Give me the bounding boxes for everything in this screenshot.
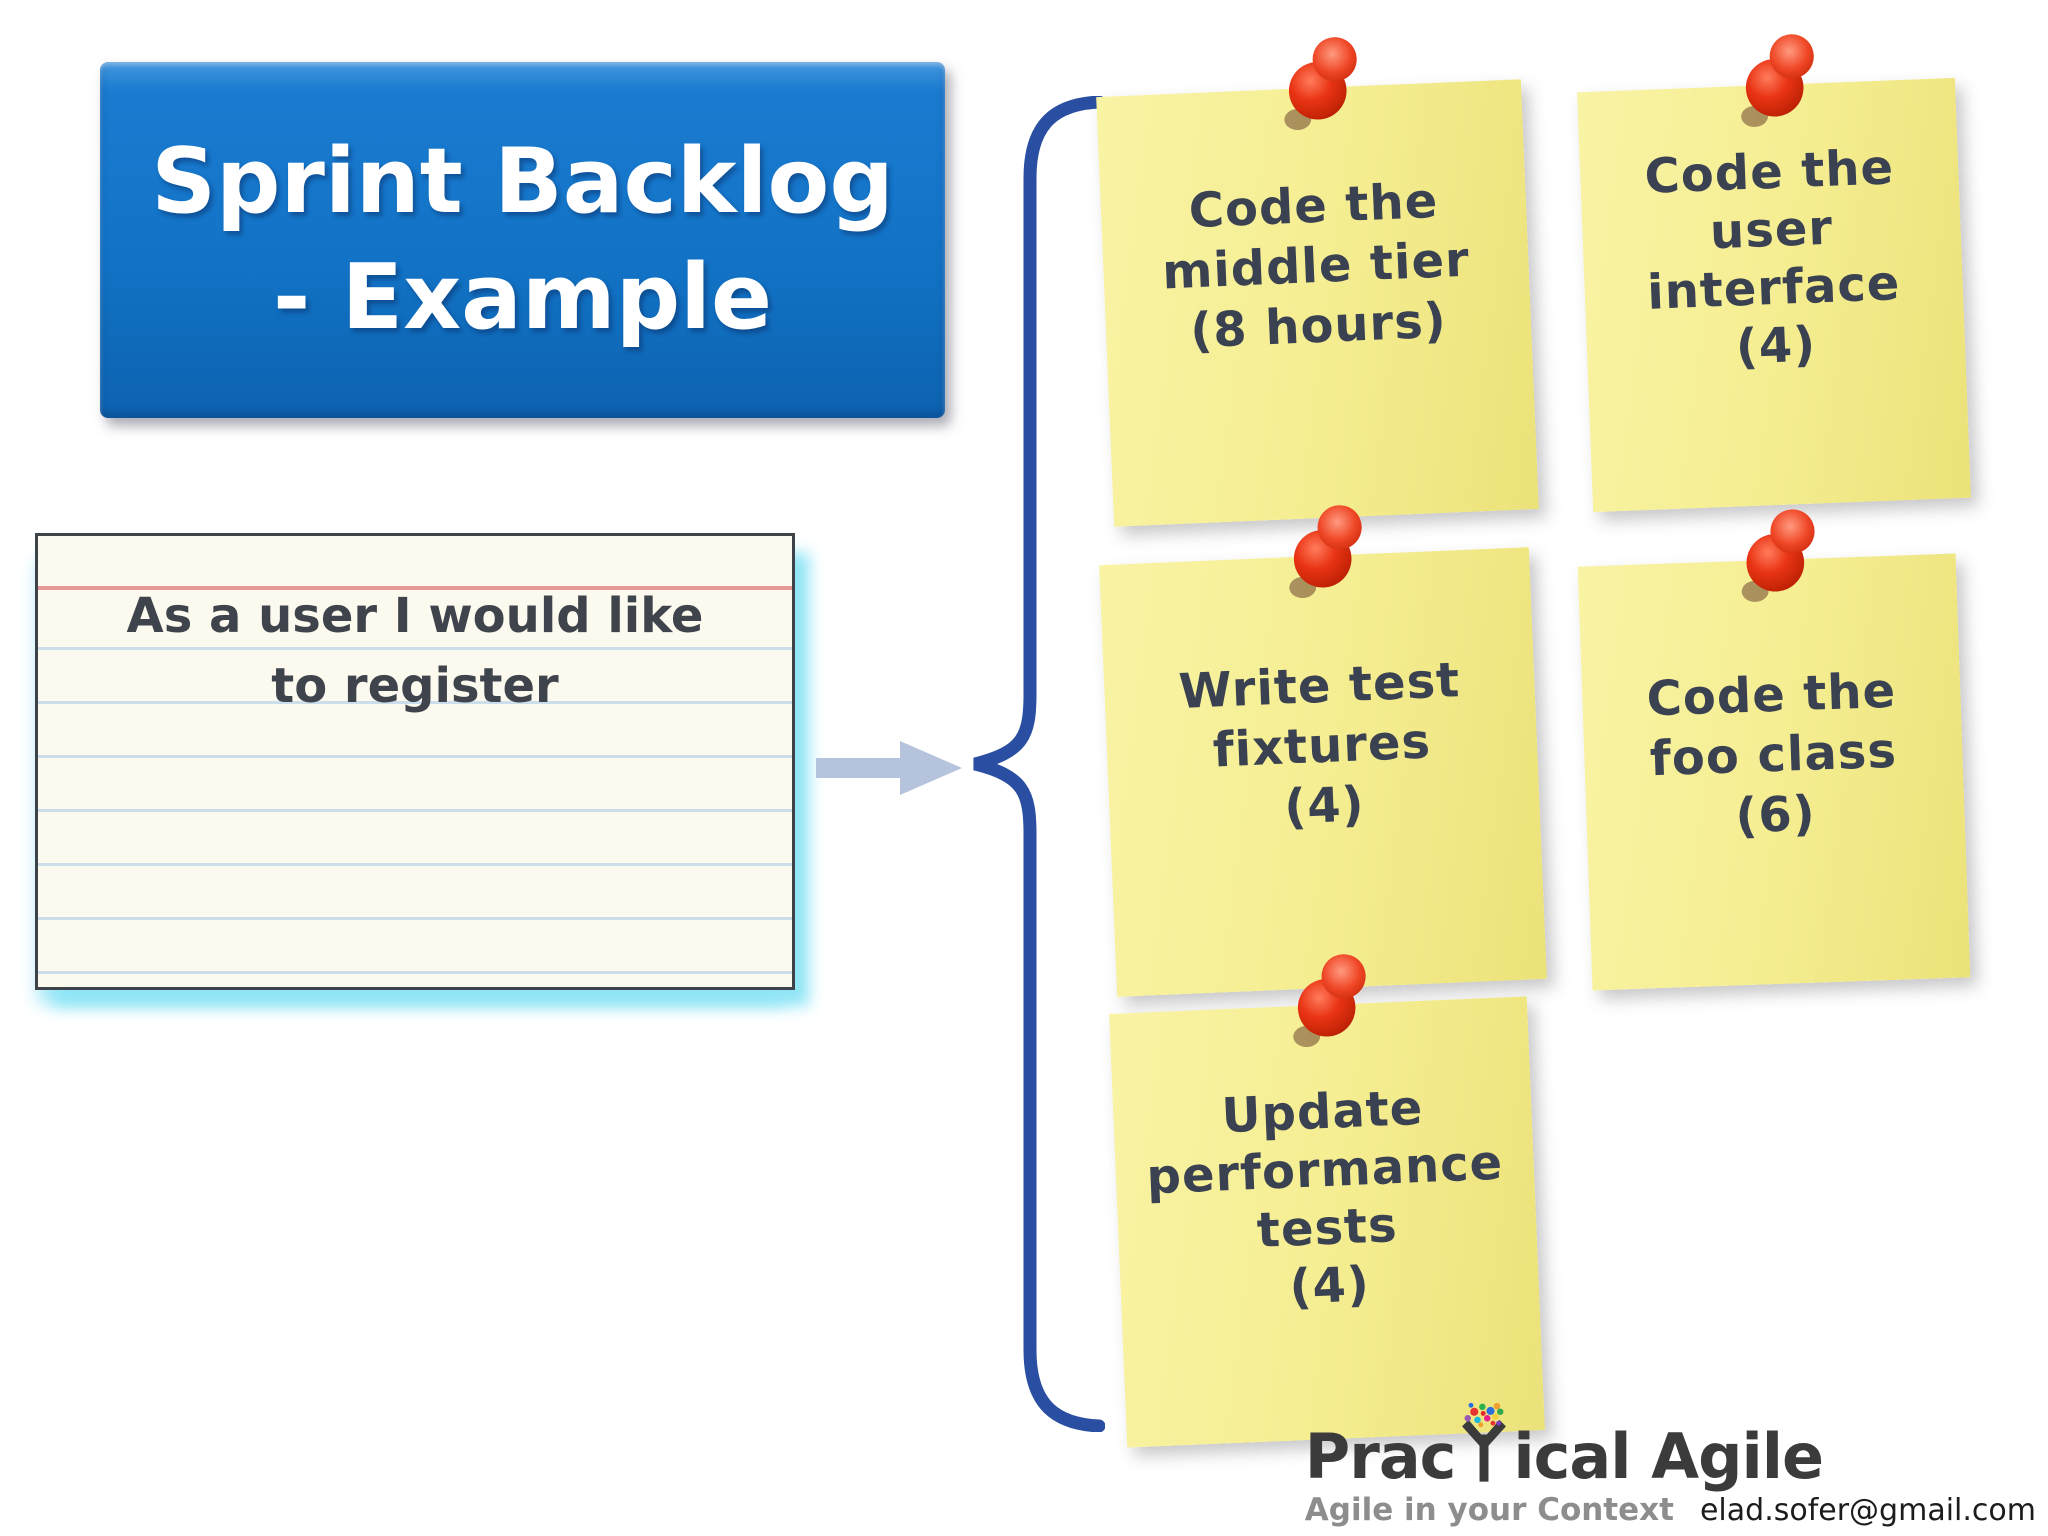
pushpin-icon: [1293, 954, 1366, 1048]
pushpin-icon: [1283, 37, 1357, 131]
story-line: to register: [271, 658, 559, 714]
logo-brand-prefix: Prac: [1304, 1420, 1457, 1493]
juggler-icon: [1462, 1402, 1507, 1482]
logo-subline: Agile in your Context elad.sofer@gmail.c…: [1305, 1492, 2036, 1528]
slide-title-box: Sprint Backlog - Example: [100, 62, 945, 418]
pushpin-icon: [1741, 509, 1815, 602]
pushpin-icon: [1289, 505, 1362, 599]
sticky-note-code-foo-class: Code the foo class (6): [1577, 509, 1971, 991]
user-story-card: As a user I would like to register: [35, 533, 795, 990]
sticky-note-update-performance-tests: Update performance tests (4): [1109, 954, 1545, 1448]
title-line-1: Sprint Backlog: [151, 129, 894, 234]
title-line-2: - Example: [272, 245, 773, 350]
logo-brand: Prac ical Agil: [1305, 1393, 2036, 1488]
sticky-note-code-middle-tier: Code the middle tier (8 hours): [1096, 37, 1539, 527]
contact-email: elad.sofer@gmail.com: [1699, 1493, 2036, 1528]
user-story-text: As a user I would like to register: [38, 588, 792, 714]
story-line: As a user I would like: [126, 588, 704, 644]
pushpin-icon: [1741, 34, 1814, 127]
arrow-right-icon: [816, 741, 962, 795]
sticky-note-code-user-interface: Code the user interface (4): [1577, 34, 1971, 513]
logo-tagline: Agile in your Context: [1304, 1492, 1674, 1528]
practical-agile-logo: Prac ical Agil: [1305, 1393, 2036, 1528]
curly-brace: [973, 96, 1105, 1432]
sticky-note-write-test-fixtures: Write test fixtures (4): [1099, 505, 1547, 997]
logo-brand-suffix: ical Agile: [1513, 1420, 1824, 1493]
note-line: (6): [1734, 785, 1817, 845]
